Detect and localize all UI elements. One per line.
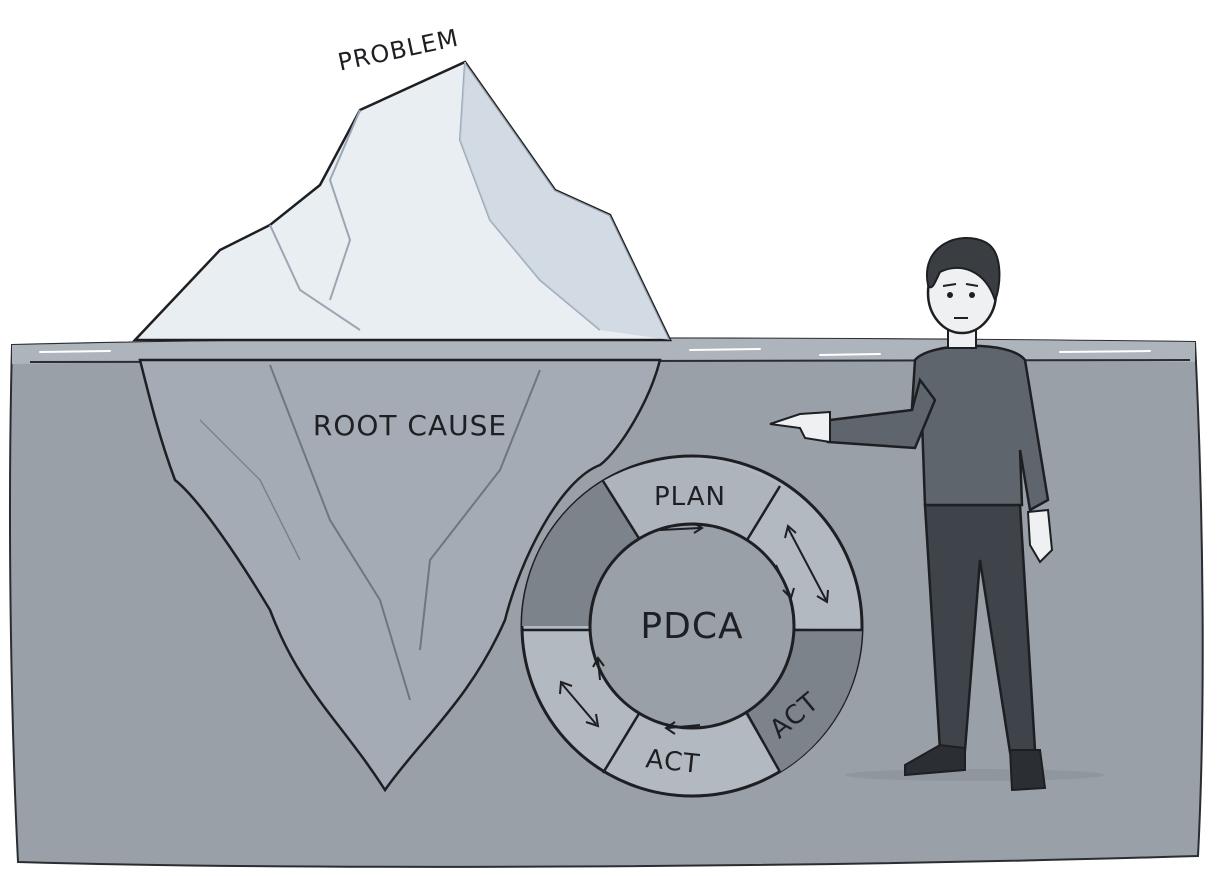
pointing-hand bbox=[769, 410, 831, 444]
wheel-dividers bbox=[522, 480, 862, 774]
right-shoe bbox=[1008, 749, 1047, 792]
resting-hand bbox=[1026, 508, 1054, 564]
problem-label: PROBLEM bbox=[335, 24, 461, 77]
root-cause-label: ROOT CAUSE bbox=[313, 409, 507, 442]
person-shirt bbox=[908, 344, 1050, 512]
water-surface-band bbox=[12, 338, 1195, 364]
surface-ripples bbox=[39, 348, 1151, 356]
act-bottom-label: ACT bbox=[644, 744, 701, 780]
pdca-cycle-wheel bbox=[520, 454, 864, 798]
plan-label: PLAN bbox=[654, 482, 726, 512]
cycle-arrow-icon bbox=[559, 522, 829, 735]
iceberg-tip bbox=[132, 60, 672, 342]
pdca-center-label: PDCA bbox=[640, 606, 743, 647]
person-figure bbox=[769, 237, 1105, 792]
left-shoe bbox=[904, 743, 966, 777]
person-hair bbox=[925, 237, 1001, 303]
iceberg-underwater bbox=[138, 358, 662, 793]
